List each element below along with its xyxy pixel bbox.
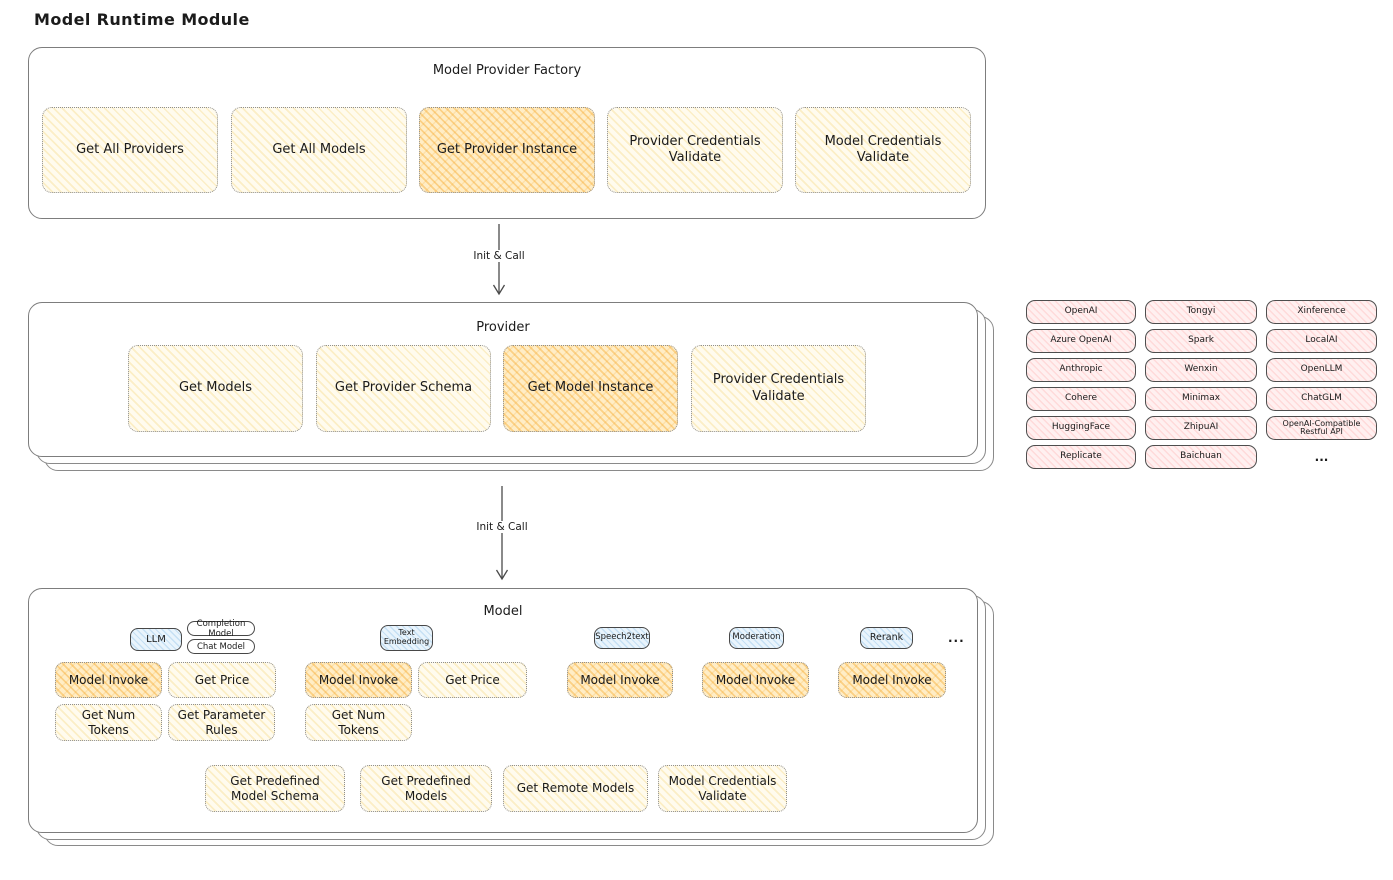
provider-item-huggingface: HuggingFace <box>1026 416 1136 440</box>
provider-list-grid: OpenAI Tongyi Xinference Azure OpenAI Sp… <box>1026 300 1377 469</box>
factory-get-provider-instance: Get Provider Instance <box>419 107 595 193</box>
factory-provider-credentials-validate: Provider Credentials Validate <box>607 107 783 193</box>
model-get-predefined-models: Get Predefined Models <box>360 765 492 812</box>
provider-get-models: Get Models <box>128 345 303 432</box>
provider-panel-title: Provider <box>476 320 530 335</box>
provider-item-anthropic: Anthropic <box>1026 358 1136 382</box>
factory-model-credentials-validate: Model Credentials Validate <box>795 107 971 193</box>
provider-provider-credentials-validate: Provider Credentials Validate <box>691 345 866 432</box>
text-embedding-get-price: Get Price <box>418 662 527 698</box>
provider-item-azure-openai: Azure OpenAI <box>1026 329 1136 353</box>
factory-panel-title: Model Provider Factory <box>432 63 582 78</box>
provider-item-cohere: Cohere <box>1026 387 1136 411</box>
provider-item-openai-compatible-restful-api: OpenAI-Compatible Restful API <box>1266 416 1377 440</box>
rerank-model-invoke: Model Invoke <box>838 662 946 698</box>
moderation-model-invoke: Model Invoke <box>702 662 809 698</box>
text-embedding-model-invoke: Model Invoke <box>305 662 412 698</box>
provider-item-openllm: OpenLLM <box>1266 358 1377 382</box>
arrow-label-init-call-2: Init & Call <box>472 521 532 533</box>
provider-list-more-ellipsis: ... <box>1314 450 1329 464</box>
provider-item-xinference: Xinference <box>1266 300 1377 324</box>
provider-item-minimax: Minimax <box>1145 387 1257 411</box>
model-panel-title: Model <box>483 604 523 619</box>
tab-completion-model: Completion Model <box>187 619 255 639</box>
factory-get-all-models: Get All Models <box>231 107 407 193</box>
tab-speech2text: Speech2text <box>594 627 650 649</box>
model-get-remote-models: Get Remote Models <box>503 765 648 812</box>
provider-item-zhipuai: ZhipuAI <box>1145 416 1257 440</box>
provider-item-baichuan: Baichuan <box>1145 445 1257 469</box>
provider-item-wenxin: Wenxin <box>1145 358 1257 382</box>
tab-rerank: Rerank <box>860 627 913 649</box>
provider-item-tongyi: Tongyi <box>1145 300 1257 324</box>
speech2text-model-invoke: Model Invoke <box>567 662 673 698</box>
provider-item-spark: Spark <box>1145 329 1257 353</box>
tabs-more-ellipsis: ... <box>948 631 965 645</box>
tab-text-embedding: Text Embedding <box>380 625 433 651</box>
tab-llm: LLM <box>130 628 182 651</box>
page-title: Model Runtime Module <box>34 10 250 29</box>
provider-get-model-instance: Get Model Instance <box>503 345 678 432</box>
provider-item-localai: LocalAI <box>1266 329 1377 353</box>
provider-item-openai: OpenAI <box>1026 300 1136 324</box>
arrow-label-init-call-1: Init & Call <box>469 250 529 262</box>
model-model-credentials-validate: Model Credentials Validate <box>658 765 787 812</box>
llm-get-price: Get Price <box>168 662 276 698</box>
tab-chat-model: Chat Model <box>187 639 255 654</box>
factory-get-all-providers: Get All Providers <box>42 107 218 193</box>
provider-item-replicate: Replicate <box>1026 445 1136 469</box>
tab-moderation: Moderation <box>729 627 784 649</box>
provider-get-provider-schema: Get Provider Schema <box>316 345 491 432</box>
llm-get-num-tokens: Get Num Tokens <box>55 704 162 741</box>
text-embedding-get-num-tokens: Get Num Tokens <box>305 704 412 741</box>
llm-get-parameter-rules: Get Parameter Rules <box>168 704 275 741</box>
provider-item-chatglm: ChatGLM <box>1266 387 1377 411</box>
model-get-predefined-model-schema: Get Predefined Model Schema <box>205 765 345 812</box>
llm-model-invoke: Model Invoke <box>55 662 162 698</box>
